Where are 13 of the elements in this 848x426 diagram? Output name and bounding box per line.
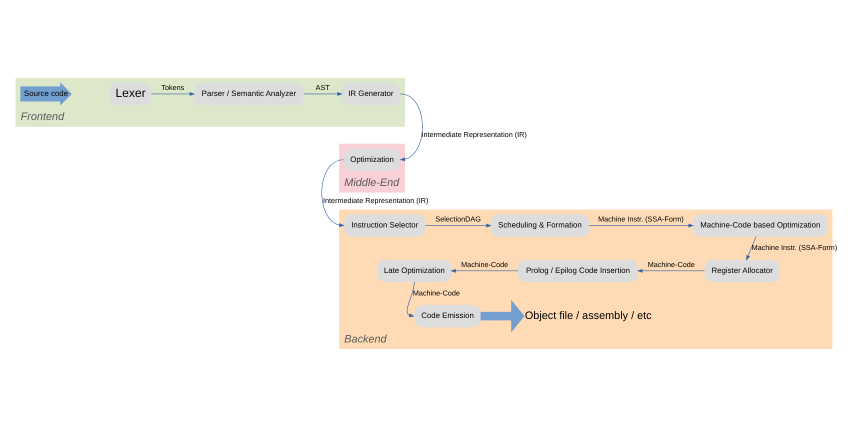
arrow	[746, 236, 756, 260]
arrow	[303, 92, 343, 96]
node-box: Lexer	[109, 82, 152, 105]
arrow	[425, 223, 492, 227]
arrow	[480, 299, 524, 332]
arrow	[400, 93, 423, 161]
arrow	[322, 158, 345, 226]
arrow	[450, 268, 518, 272]
arrow	[406, 280, 415, 317]
node-text: Object file / assembly / etc	[524, 309, 652, 322]
arrow	[151, 92, 196, 96]
arrow	[588, 223, 694, 227]
arrow	[637, 268, 705, 272]
